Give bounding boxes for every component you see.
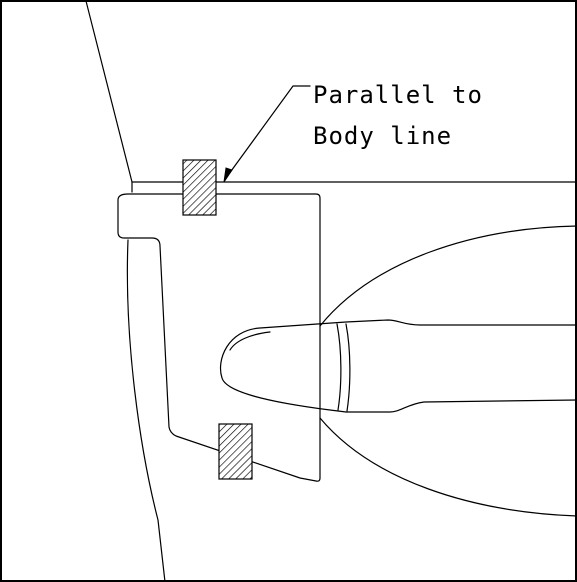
door-handle-outline bbox=[219, 319, 577, 413]
callout-label-line-1: Parallel to bbox=[313, 81, 483, 109]
callout-leader-line bbox=[225, 85, 311, 179]
door-edge-upper-line bbox=[85, 0, 133, 183]
protective-pad-lower bbox=[218, 423, 253, 480]
handle-cup-upper-arc bbox=[319, 225, 577, 327]
callout-label-line-2: Body line bbox=[313, 122, 452, 150]
handle-highlight-line bbox=[229, 331, 271, 351]
protective-pad-upper bbox=[182, 159, 217, 216]
handle-cup-lower-arc bbox=[319, 417, 577, 517]
handle-split-line-left bbox=[336, 323, 342, 411]
door-curve-line bbox=[126, 239, 166, 582]
handle-split-line-right bbox=[345, 323, 351, 412]
handle-guide-plate bbox=[117, 193, 321, 482]
callout-arrowhead bbox=[223, 167, 233, 183]
